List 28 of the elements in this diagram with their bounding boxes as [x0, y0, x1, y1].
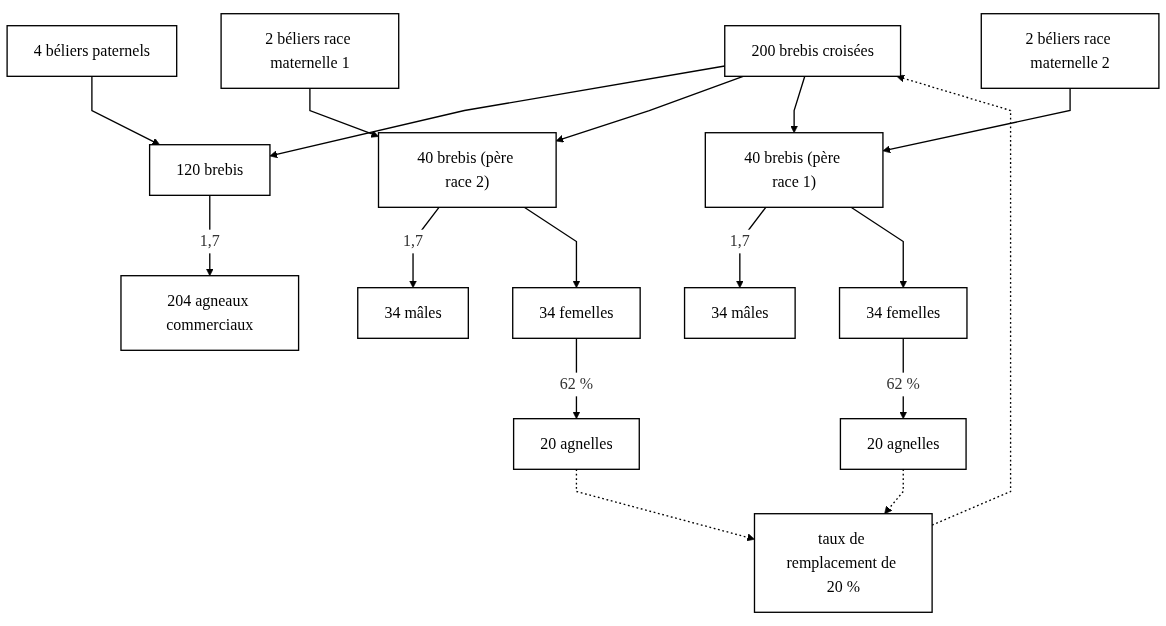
node-box: 34 femelles — [838, 287, 968, 339]
edge-label: 62 % — [886, 375, 920, 393]
node-box: 34 mâles — [683, 287, 796, 339]
node-box: 20 agnelles — [512, 418, 640, 470]
node-box: 40 brebis (père race 1) — [704, 132, 884, 208]
edge-label: 1,7 — [729, 232, 750, 250]
arrow — [850, 206, 908, 289]
arrow — [882, 87, 1071, 154]
arrow — [91, 75, 160, 146]
edge-label: 62 % — [559, 375, 594, 393]
arrow — [409, 206, 440, 289]
node-box: 200 brebis croisées — [724, 25, 902, 77]
arrow — [205, 194, 214, 277]
node-box: 34 femelles — [512, 287, 641, 339]
arrow — [790, 75, 806, 134]
node-box: 4 béliers paternels — [6, 25, 178, 77]
node-box: 20 agnelles — [839, 418, 967, 470]
node-box: 2 béliers race maternelle 1 — [220, 13, 400, 89]
node-box: 34 mâles — [357, 287, 469, 339]
node-box: 204 agneaux commerciaux — [120, 275, 300, 351]
edge-label: 1,7 — [199, 232, 220, 250]
node-box: 40 brebis (père race 2) — [377, 132, 557, 208]
node-box: 2 béliers race maternelle 2 — [980, 13, 1160, 89]
edge-label: 1,7 — [403, 232, 424, 250]
node-box: taux de remplacement de 20 % — [753, 513, 933, 613]
arrow — [309, 87, 379, 138]
arrow — [523, 206, 581, 289]
node-box: 120 brebis — [148, 144, 271, 196]
